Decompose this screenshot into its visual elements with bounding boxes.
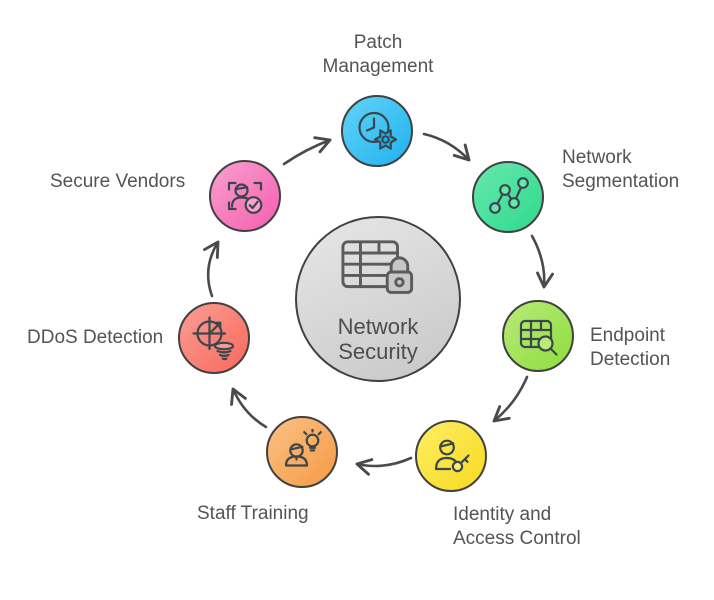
node-endpoint-detection [502,300,574,372]
clock-gear-icon [358,111,398,150]
label-endpoint-detection: Endpoint Detection [590,325,671,370]
center-title: Network Security [337,314,419,364]
label-staff-training: Staff Training [197,503,309,524]
node-ddos-detection [178,302,250,374]
arrow-identity-access-control-to-staff-training [355,456,413,476]
verified-user-icon [227,181,263,214]
node-network-segmentation [472,161,544,233]
node-secure-vendors [209,160,281,232]
arrow-network-segmentation-to-endpoint-detection [530,234,554,289]
radar-tornado-icon [192,316,235,361]
user-key-icon [434,439,470,473]
node-graph-icon [489,177,529,214]
table-lock-icon [341,240,414,294]
center-hub-network-security: Network Security [295,216,461,382]
arrow-endpoint-detection-to-identity-access-control [492,375,529,423]
label-patch-management: Patch Management [322,32,434,77]
label-secure-vendors: Secure Vendors [50,171,186,192]
arrow-staff-training-to-ddos-detection [230,387,268,429]
table-search-icon [519,319,558,356]
label-ddos-detection: DDoS Detection [27,327,164,348]
label-network-segmentation: Network Segmentation [562,147,680,192]
node-identity-access-control [415,420,487,492]
arrow-secure-vendors-to-patch-management [282,136,332,166]
node-staff-training [266,416,338,488]
label-identity-access-control: Identity and Access Control [453,504,581,549]
arrow-ddos-detection-to-secure-vendors [203,240,220,298]
arrow-patch-management-to-network-segmentation [422,132,471,162]
user-lightbulb-icon [284,429,322,467]
node-patch-management [341,95,413,167]
